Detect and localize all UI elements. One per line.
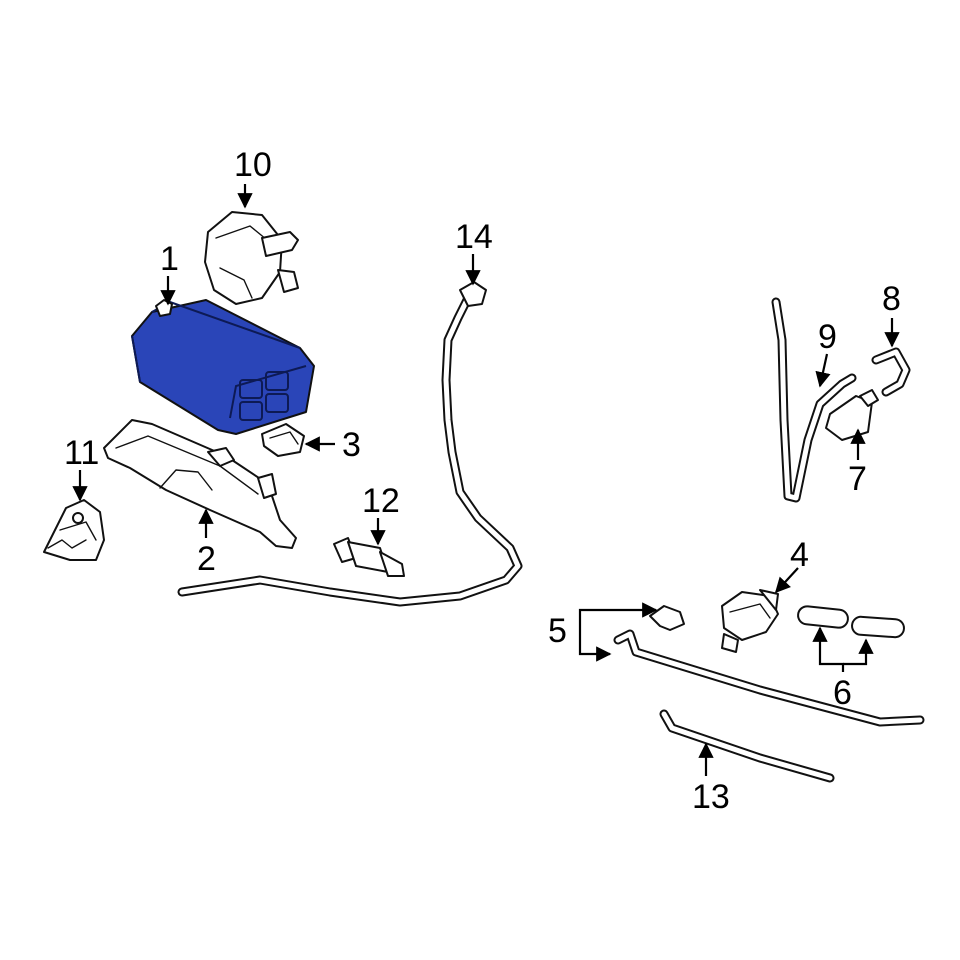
part-14-vapor-line [177,281,523,607]
part-8-elbow [871,347,911,397]
callout-2: 2 [197,540,216,578]
callout-11: 11 [64,434,99,472]
part-12-fitting [333,537,405,577]
callout-7: 7 [848,460,867,498]
callout-10: 10 [234,146,272,184]
callout-12: 12 [362,482,400,520]
callout-3: 3 [342,426,361,464]
leader-lines [72,184,900,776]
part-6-hoses [797,605,905,639]
part-5-hose [613,605,925,727]
callout-14: 14 [455,218,493,256]
part-11-bracket [43,499,105,561]
callout-5: 5 [548,612,567,650]
callout-1: 1 [160,240,179,278]
part-13-line [659,709,835,783]
callout-13: 13 [692,778,730,816]
part-10-purge-valve [204,211,299,305]
part-4-valve [721,589,779,653]
callout-6: 6 [833,674,852,712]
callout-9: 9 [818,318,837,356]
callout-4: 4 [790,536,809,574]
part-2-bracket [103,419,297,549]
callout-8: 8 [882,280,901,318]
part-1-canister [131,299,315,435]
part-9-hose [771,297,857,503]
part-3-clip [261,423,305,457]
